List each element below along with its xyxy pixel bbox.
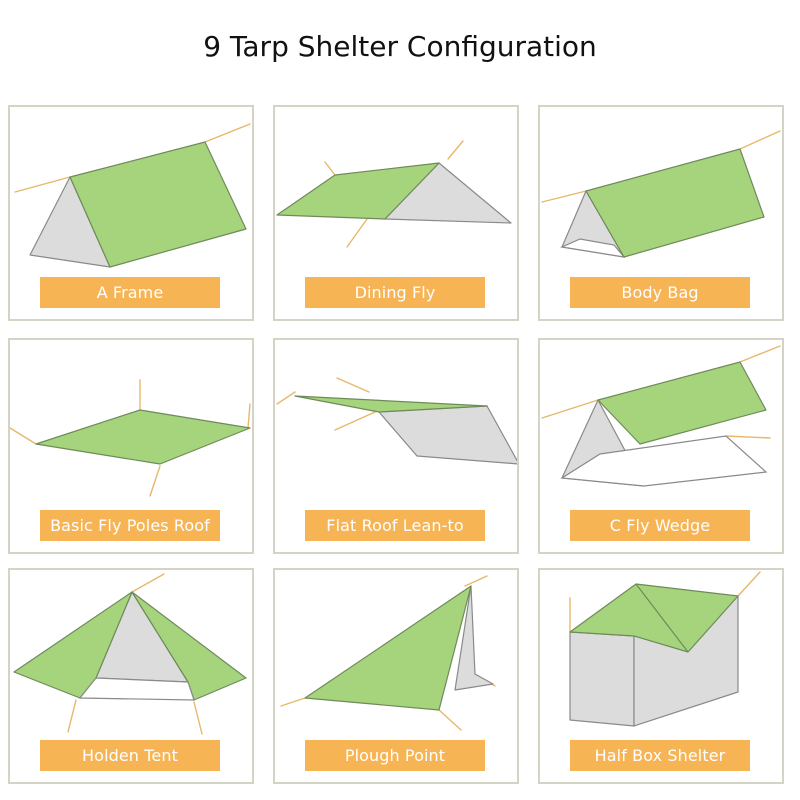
config-card-a-frame: A Frame: [8, 105, 254, 321]
config-card-plough-point: Plough Point: [273, 568, 519, 784]
flat-roof-lean-to-illustration: [276, 377, 517, 465]
config-label: Plough Point: [305, 740, 485, 771]
body-bag-illustration: [541, 130, 781, 258]
plough-point-illustration: [280, 575, 496, 731]
config-card-half-box-shelter: Half Box Shelter: [538, 568, 784, 784]
config-label: Flat Roof Lean-to: [305, 510, 485, 541]
config-label: Dining Fly: [305, 277, 485, 308]
config-card-holden-tent: Holden Tent: [8, 568, 254, 784]
config-card-basic-fly-poles-roof: Basic Fly Poles Roof: [8, 338, 254, 554]
config-card-flat-roof-lean-to: Flat Roof Lean-to: [273, 338, 519, 554]
dining-fly-illustration: [276, 140, 512, 248]
holden-tent-illustration: [13, 573, 247, 735]
config-label: Body Bag: [570, 277, 750, 308]
config-card-c-fly-wedge: C Fly Wedge: [538, 338, 784, 554]
config-label: Basic Fly Poles Roof: [40, 510, 220, 541]
config-label: Half Box Shelter: [570, 740, 750, 771]
half-box-shelter-illustration: [569, 571, 761, 727]
basic-fly-poles-roof-illustration: [10, 379, 251, 497]
config-card-dining-fly: Dining Fly: [273, 105, 519, 321]
config-label: Holden Tent: [40, 740, 220, 771]
config-label: C Fly Wedge: [570, 510, 750, 541]
c-fly-wedge-illustration: [541, 345, 781, 487]
config-label: A Frame: [40, 277, 220, 308]
a-frame-illustration: [14, 123, 251, 268]
page-title: 9 Tarp Shelter Configuration: [203, 30, 597, 63]
config-card-body-bag: Body Bag: [538, 105, 784, 321]
